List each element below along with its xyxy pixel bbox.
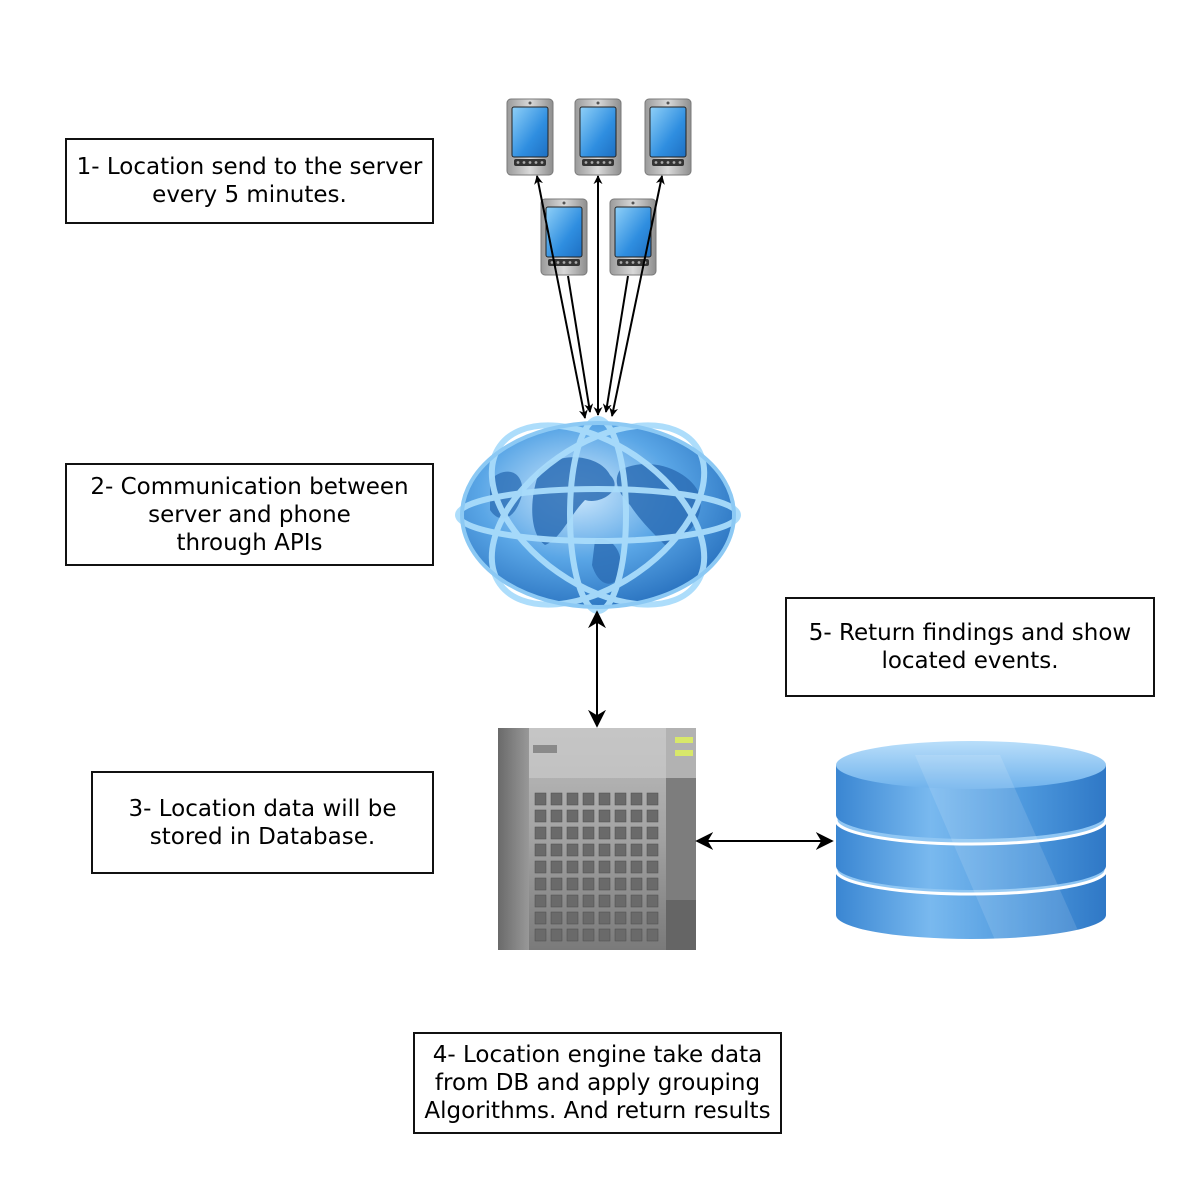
text-line: located events. [881,648,1059,674]
text-line: 5- Return findings and show [808,620,1132,646]
text-line: Algorithms. And return results [424,1098,771,1124]
smartphone-icon [540,198,588,276]
connector-arrow [534,175,588,419]
text-line: 1- Location send to the server [76,154,423,180]
connector-arrow [609,175,665,417]
smartphone-icon [574,98,622,176]
step-4-label: 4- Location engine take data from DB and… [413,1032,782,1134]
smartphone-icon [506,98,554,176]
step-1-label: 1- Location send to the server every 5 m… [65,138,434,224]
text-line: through APIs [176,529,323,556]
phone-server-connectors [534,175,665,419]
text-line: 3- Location data will be [128,795,397,822]
connector-line [602,275,629,413]
text-line: stored in Database. [149,823,376,850]
text-line: from DB and apply grouping [434,1070,761,1096]
text-line: every 5 minutes. [152,182,347,208]
server-icon [498,728,696,950]
globe-icon [455,416,741,614]
smartphone-icon [644,98,692,176]
database-icon [834,741,1108,940]
step-2-label: 2- Communication between server and phon… [65,463,434,566]
text-line: 4- Location engine take data [432,1042,763,1068]
text-line: server and phone [148,501,351,528]
step-5-label: 5- Return findings and show located even… [785,597,1155,697]
step-3-label: 3- Location data will be stored in Datab… [91,771,434,874]
connector-line [567,275,594,413]
text-line: 2- Communication between [90,473,409,500]
